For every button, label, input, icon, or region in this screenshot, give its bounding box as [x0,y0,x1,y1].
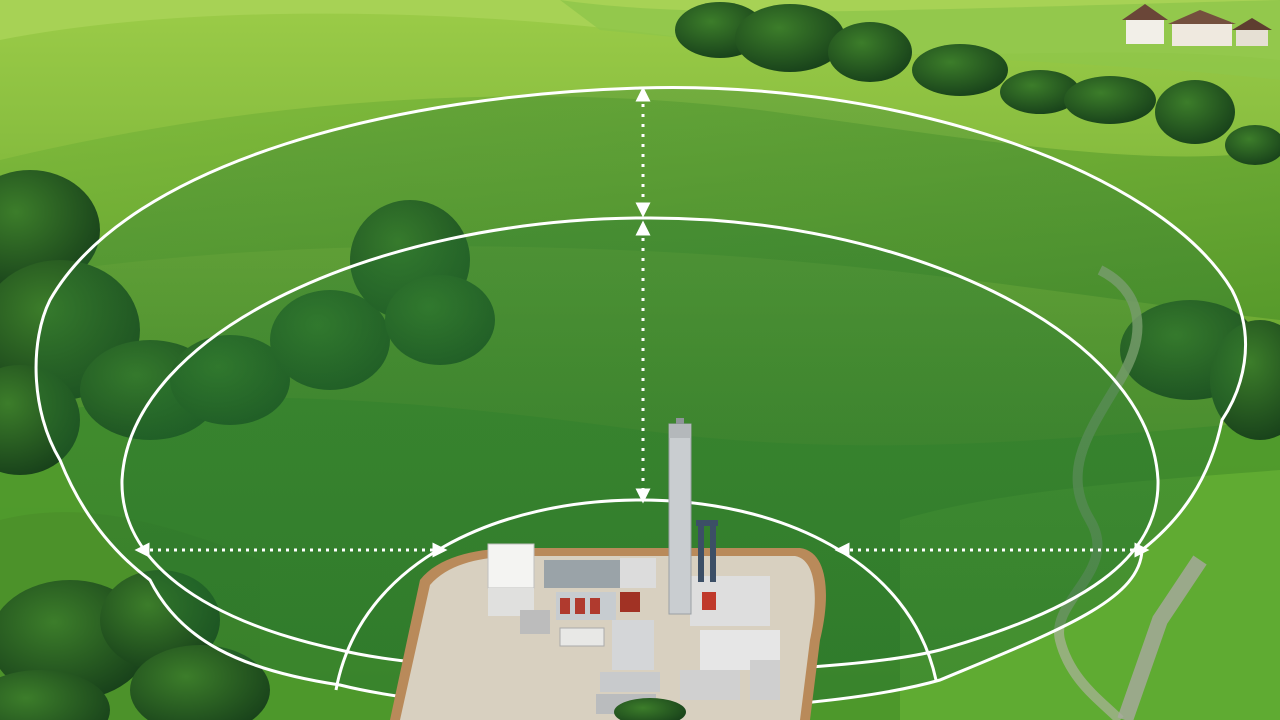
side-road [1117,555,1207,720]
farmhouse [1122,4,1272,46]
tree-line-top [675,2,1280,165]
distance-markers [134,86,1150,558]
tree-near-pad [614,698,686,720]
tree-cluster-bottom-left [0,570,270,720]
well-pad-facility [390,520,826,720]
exhaust-stack [668,418,692,615]
